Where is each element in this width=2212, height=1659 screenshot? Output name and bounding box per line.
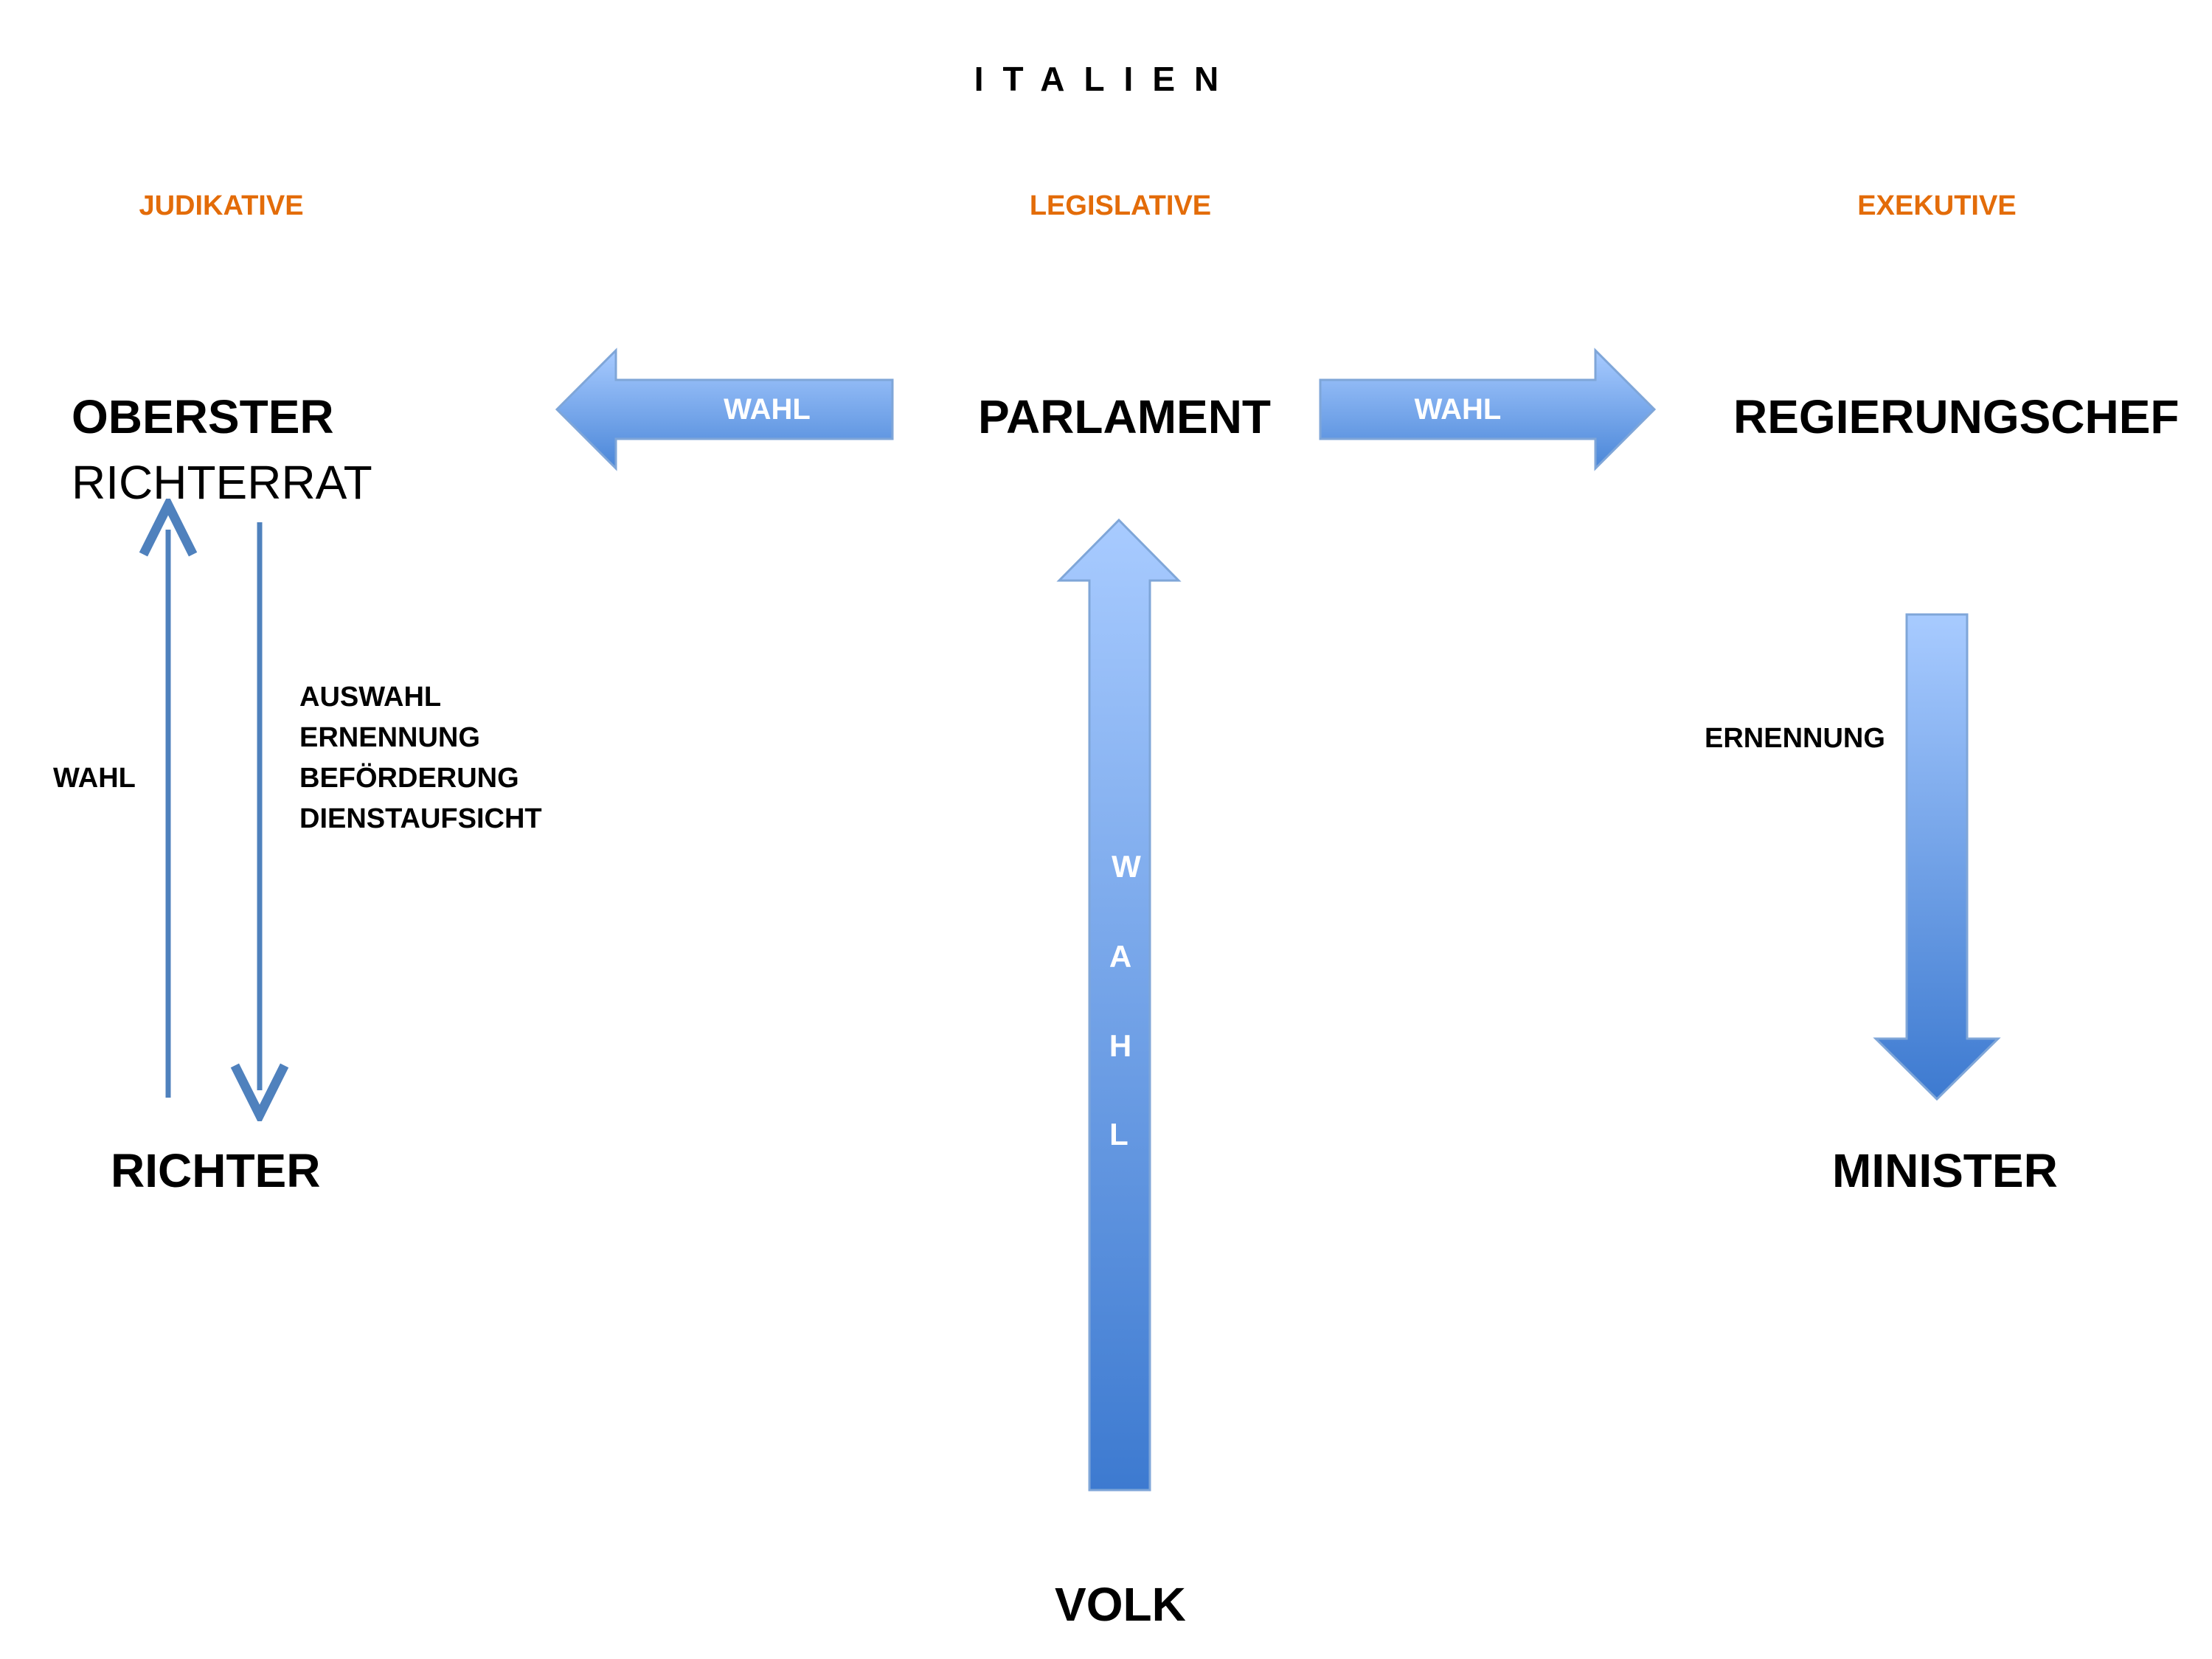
- branch-legislative: LEGISLATIVE: [1029, 190, 1212, 221]
- richter-wahl-label: WAHL: [53, 763, 136, 794]
- node-parlament: PARLAMENT: [978, 390, 1271, 443]
- duty-befoerderung: BEFÖRDERUNG: [299, 763, 519, 794]
- node-minister: MINISTER: [1832, 1144, 2058, 1197]
- node-regierungschef: REGIERUNGSCHEF: [1733, 390, 2180, 443]
- duty-dienstaufsicht: DIENSTAUFSICHT: [299, 803, 542, 834]
- node-volk: VOLK: [1055, 1578, 1186, 1631]
- wahl-letter-l: L: [1109, 1117, 1128, 1151]
- wahl-arrow-right: [1319, 347, 1657, 471]
- node-richter: RICHTER: [111, 1144, 321, 1197]
- page-title: ITALIEN: [974, 60, 1238, 98]
- branch-exekutive: EXEKUTIVE: [1857, 190, 2017, 221]
- wahl-letter-a: A: [1109, 939, 1132, 974]
- node-richterrat: RICHTERRAT: [72, 456, 372, 509]
- duty-auswahl: AUSWAHL: [299, 682, 442, 713]
- wahl-right-label: WAHL: [1414, 393, 1502, 426]
- wahl-letter-w: W: [1112, 849, 1141, 884]
- wahl-arrow-left: [555, 347, 894, 471]
- duty-ernennung: ERNENNUNG: [299, 722, 480, 753]
- node-oberster: OBERSTER: [72, 390, 334, 443]
- richterrat-duties-list: AUSWAHL ERNENNUNG BEFÖRDERUNG DIENSTAUFS…: [299, 677, 542, 839]
- wahl-left-label: WAHL: [724, 393, 811, 426]
- branch-judikative: JUDIKATIVE: [139, 190, 304, 221]
- ernennung-label: ERNENNUNG: [1705, 723, 1885, 754]
- wahl-arrow-up: [1056, 518, 1182, 1492]
- wahl-letter-h: H: [1109, 1028, 1132, 1063]
- ernennung-arrow-down: [1873, 613, 2001, 1101]
